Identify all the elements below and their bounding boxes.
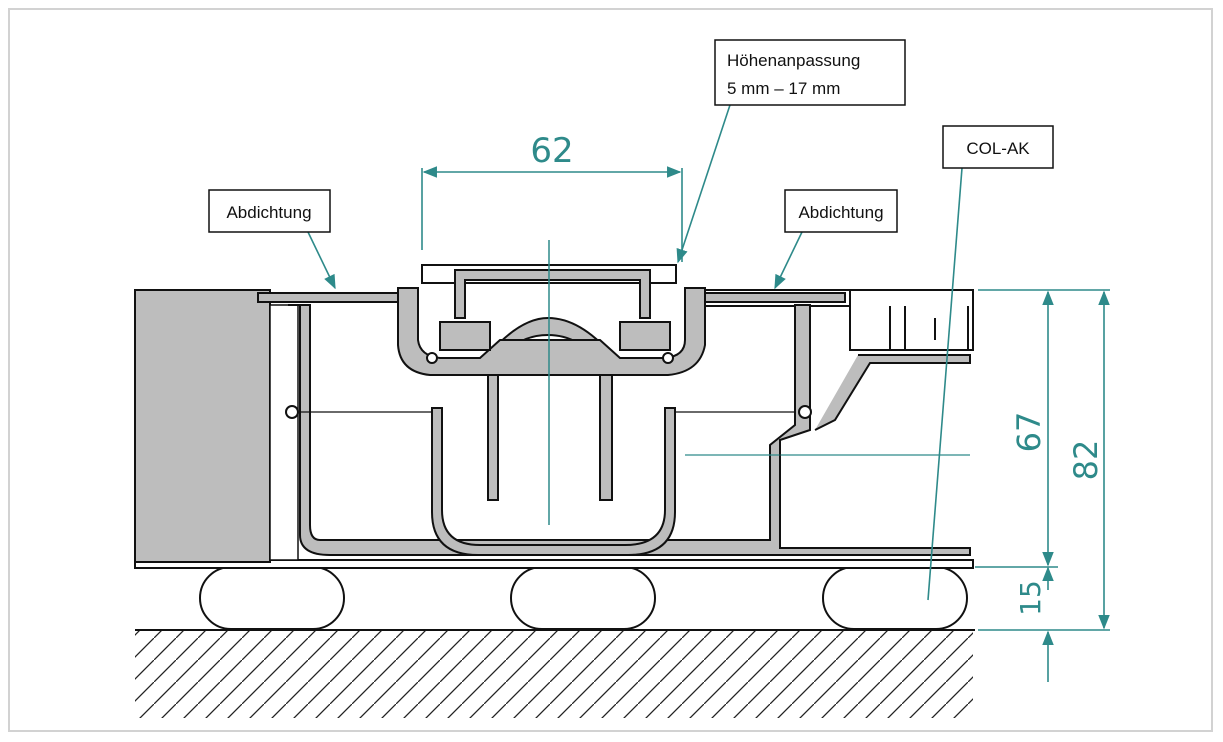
internal-lines [300, 411, 970, 548]
seal-strip-left [257, 292, 399, 303]
right-floor-structure [699, 289, 974, 431]
support-pad-left [199, 566, 345, 630]
left-wall [134, 289, 299, 563]
callout-abdichtung-right-text: Abdichtung [798, 203, 883, 222]
callout-abdichtung-left-text: Abdichtung [226, 203, 311, 222]
dimension-67-label: 67 [1010, 412, 1048, 453]
callout-col-ak-text: COL-AK [966, 139, 1030, 158]
base-plate [134, 559, 974, 569]
callout-leaders [307, 104, 963, 601]
seal-strip-right [704, 292, 846, 303]
support-pads [199, 566, 968, 630]
callout-hoehenanpassung-line2: 5 mm – 17 mm [727, 79, 840, 98]
callout-abdichtung-left: Abdichtung [208, 189, 331, 233]
dimension-15-label: 15 [1014, 580, 1047, 616]
callout-col-ak: COL-AK [942, 125, 1054, 169]
callout-hoehenanpassung-line1: Höhenanpassung [727, 51, 860, 70]
dimension-62-label: 62 [530, 131, 573, 171]
dimension-82-label: 82 [1067, 440, 1105, 481]
support-pad-middle [510, 566, 656, 630]
callout-abdichtung-right: Abdichtung [784, 189, 898, 233]
dimension-vertical-lines [975, 289, 1110, 682]
callout-hoehenanpassung: Höhenanpassung 5 mm – 17 mm [714, 39, 906, 106]
seal-strips [257, 292, 846, 303]
support-pad-right [822, 566, 968, 630]
dimension-width-62 [421, 166, 683, 262]
ground [135, 629, 975, 718]
